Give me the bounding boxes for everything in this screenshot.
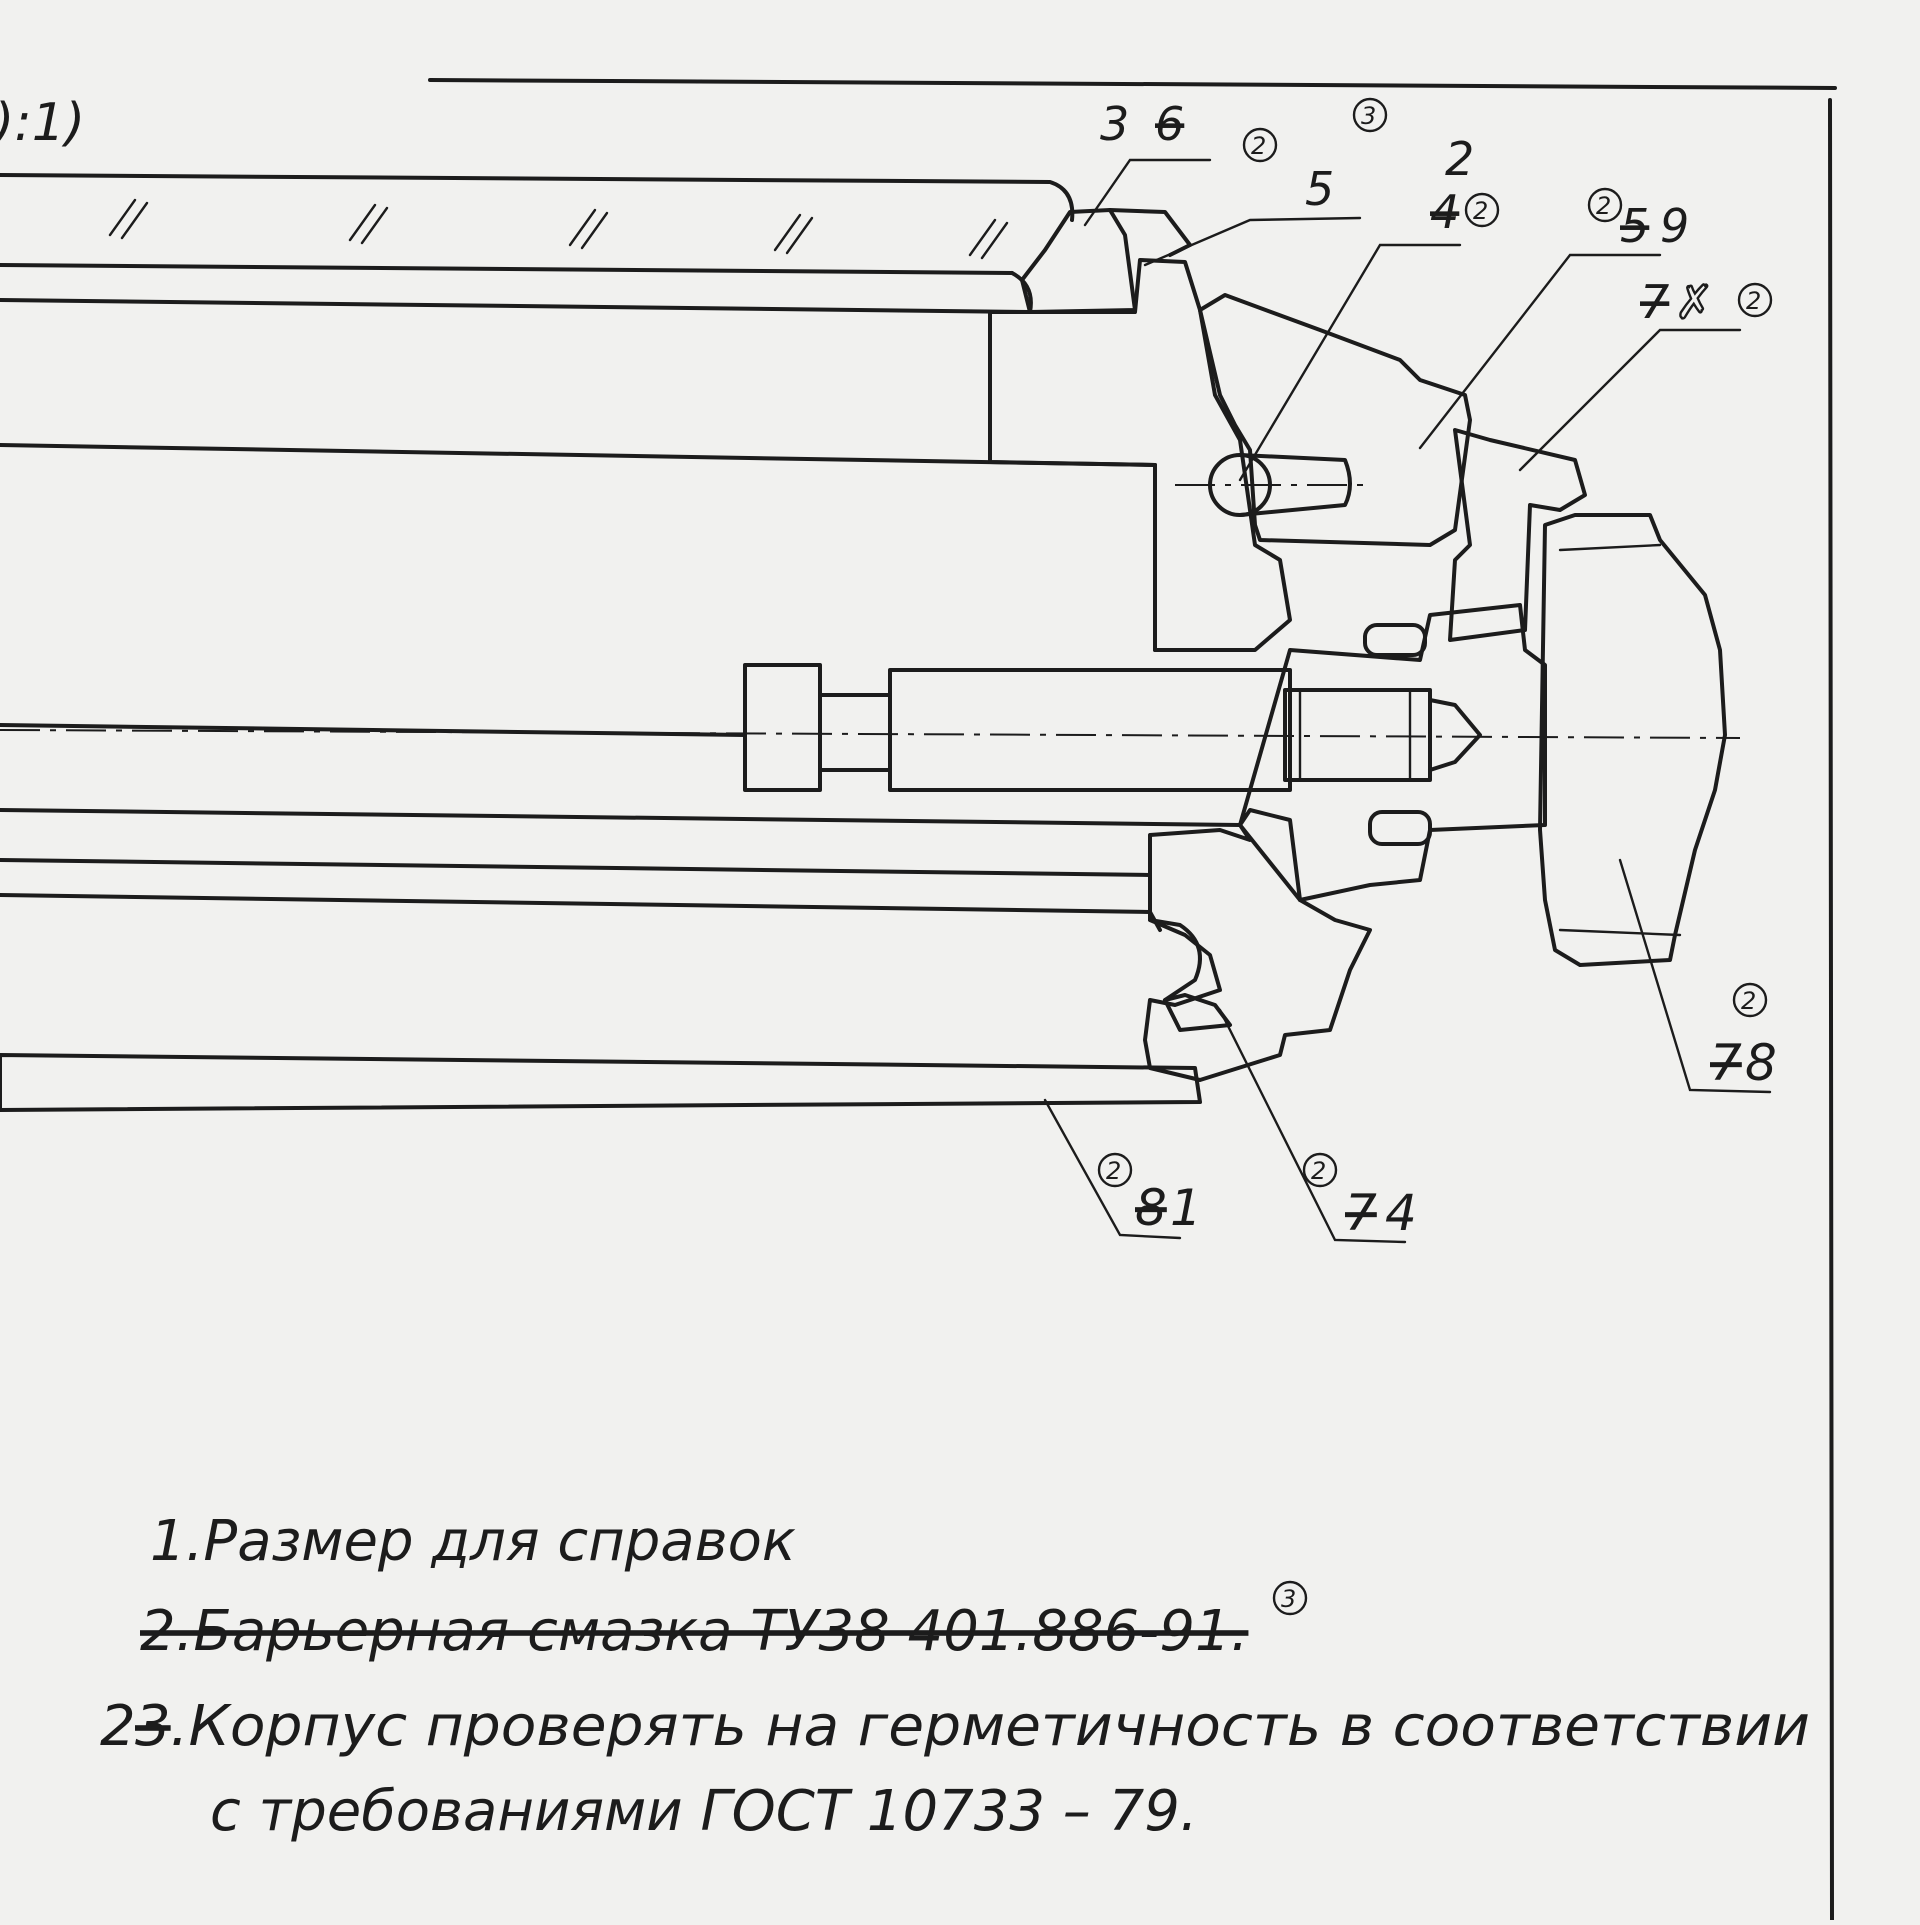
- callout-3: 3: [1100, 97, 1129, 151]
- center-axis: [0, 729, 1741, 739]
- callout-1-rev: 2: [1106, 1157, 1121, 1185]
- callout-2: 2: [1445, 132, 1474, 186]
- outer-tube-upper: [0, 173, 1075, 314]
- seal-ring-part-3: [1020, 208, 1137, 314]
- callout-9-rev: 2: [1596, 192, 1611, 220]
- callout-3-top-rev: 3: [1361, 102, 1376, 130]
- callout-4b-struck: 7: [1345, 1184, 1377, 1242]
- callout-1: 1: [1170, 1179, 1202, 1237]
- callout-9-struck: 5: [1620, 199, 1649, 253]
- callout-1-struck: 8: [1135, 1179, 1167, 1237]
- callout-9: 9: [1660, 199, 1689, 253]
- callout-3-rev: 2: [1251, 132, 1266, 160]
- note-3-line-2: с требованиями ГОСТ 10733 – 79.: [210, 1779, 1198, 1844]
- callout-4-struck: 4: [1430, 185, 1459, 239]
- sheet-frame: [428, 78, 1837, 1922]
- callout-3-struck: 6: [1155, 97, 1184, 151]
- note-1: 1.Размер для справок: [150, 1509, 796, 1574]
- leader-lines: [1043, 158, 1772, 1244]
- svg-text:✗: ✗: [1675, 275, 1714, 329]
- note-3-num: 2: [100, 1694, 136, 1759]
- lower-tube-part-1: [0, 1053, 1202, 1112]
- callout-8-struck: 7: [1710, 1034, 1742, 1092]
- note-2-struck: 2.Барьерная смазка ТУ38 401.886-91.: [140, 1599, 1248, 1664]
- technical-notes: 1.Размер для справок 2.Барьерная смазка …: [100, 1509, 1810, 1844]
- rod-seal-lower: [1368, 810, 1432, 846]
- nut-part-7: [1448, 428, 1587, 642]
- callout-7-rev: 2: [1746, 287, 1761, 315]
- piston-rod: [743, 663, 1482, 792]
- callout-5: 5: [1305, 162, 1334, 216]
- head-housing-lower: [1143, 823, 1372, 1082]
- cover-part-9: [1198, 293, 1472, 547]
- callout-8-rev: 2: [1741, 987, 1756, 1015]
- callout-7-struck: 7: [1640, 275, 1669, 329]
- callout-4-rev: 2: [1473, 197, 1488, 225]
- callout-4b: 4: [1385, 1184, 1417, 1242]
- note-3-struck-num: 3: [135, 1694, 171, 1759]
- note-2-rev: 3: [1281, 1585, 1296, 1613]
- end-cap-part-8: [1538, 513, 1727, 967]
- cylinder-body: [0, 310, 1242, 932]
- callout-8: 8: [1745, 1034, 1777, 1092]
- note-3-line-1: .Корпус проверять на герметичность в соо…: [170, 1694, 1810, 1759]
- callouts: 3 6 2 3 5 2 4 2 2 5 9 7 ✗ 2 2 7 8 2 8 1 …: [1097, 97, 1777, 1242]
- callout-4b-rev: 2: [1311, 1157, 1326, 1185]
- scale-label: ):1): [0, 93, 85, 153]
- rod-seal-upper: [1363, 623, 1427, 657]
